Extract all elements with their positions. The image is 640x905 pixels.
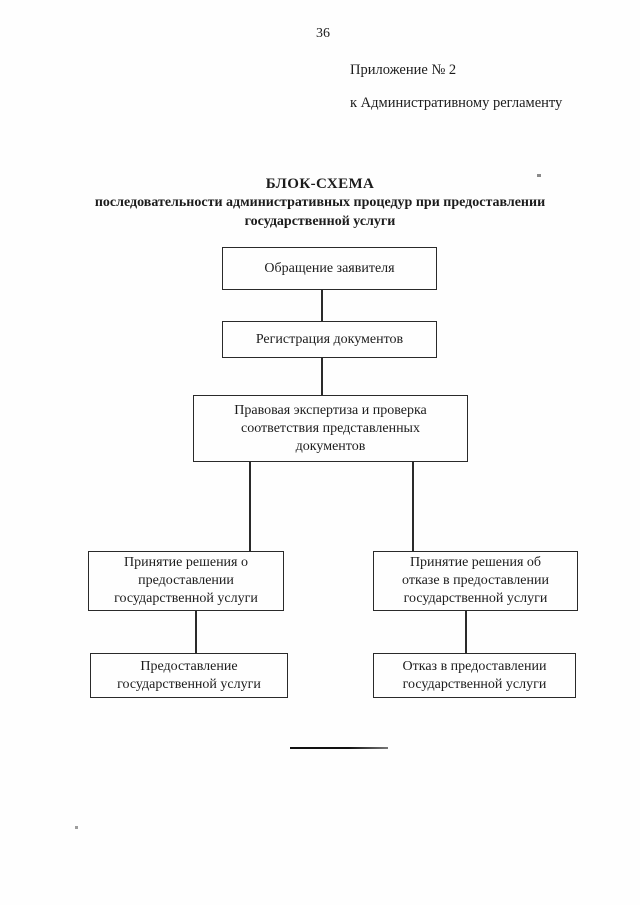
flow-node-decision-to-grant: Принятие решения о предоставлении госуда…: [88, 551, 284, 611]
connector-refusal-decision-to-refusal: [465, 610, 467, 654]
connector-expertise-to-refusal-decision: [412, 461, 414, 552]
appendix-label: Приложение № 2: [350, 62, 457, 78]
connector-grant-to-provision: [195, 610, 197, 654]
connector-request-to-registration: [321, 289, 323, 322]
connector-expertise-to-grant-decision: [249, 461, 251, 552]
title-block: БЛОК-СХЕМА последовательности администра…: [60, 176, 580, 231]
page-subtitle: последовательности административных проц…: [94, 195, 546, 229]
flow-node-applicant-request: Обращение заявителя: [222, 247, 437, 290]
flow-node-legal-expertise: Правовая экспертиза и проверка соответст…: [193, 395, 468, 462]
page-title: БЛОК-СХЕМА: [265, 176, 375, 192]
scan-speck: [537, 174, 541, 177]
connector-registration-to-expertise: [321, 357, 323, 396]
page-number: 36: [316, 26, 330, 41]
flow-node-service-provision: Предоставление государственной услуги: [90, 653, 288, 698]
appendix-regulation-reference: к Административному регламенту: [350, 95, 563, 111]
flow-node-service-refusal: Отказ в предоставлении государственной у…: [373, 653, 576, 698]
flow-node-decision-to-refuse: Принятие решения об отказе в предоставле…: [373, 551, 578, 611]
scan-speck: [75, 826, 78, 829]
footnote-separator-line: [290, 747, 388, 749]
flow-node-document-registration: Регистрация документов: [222, 321, 437, 358]
